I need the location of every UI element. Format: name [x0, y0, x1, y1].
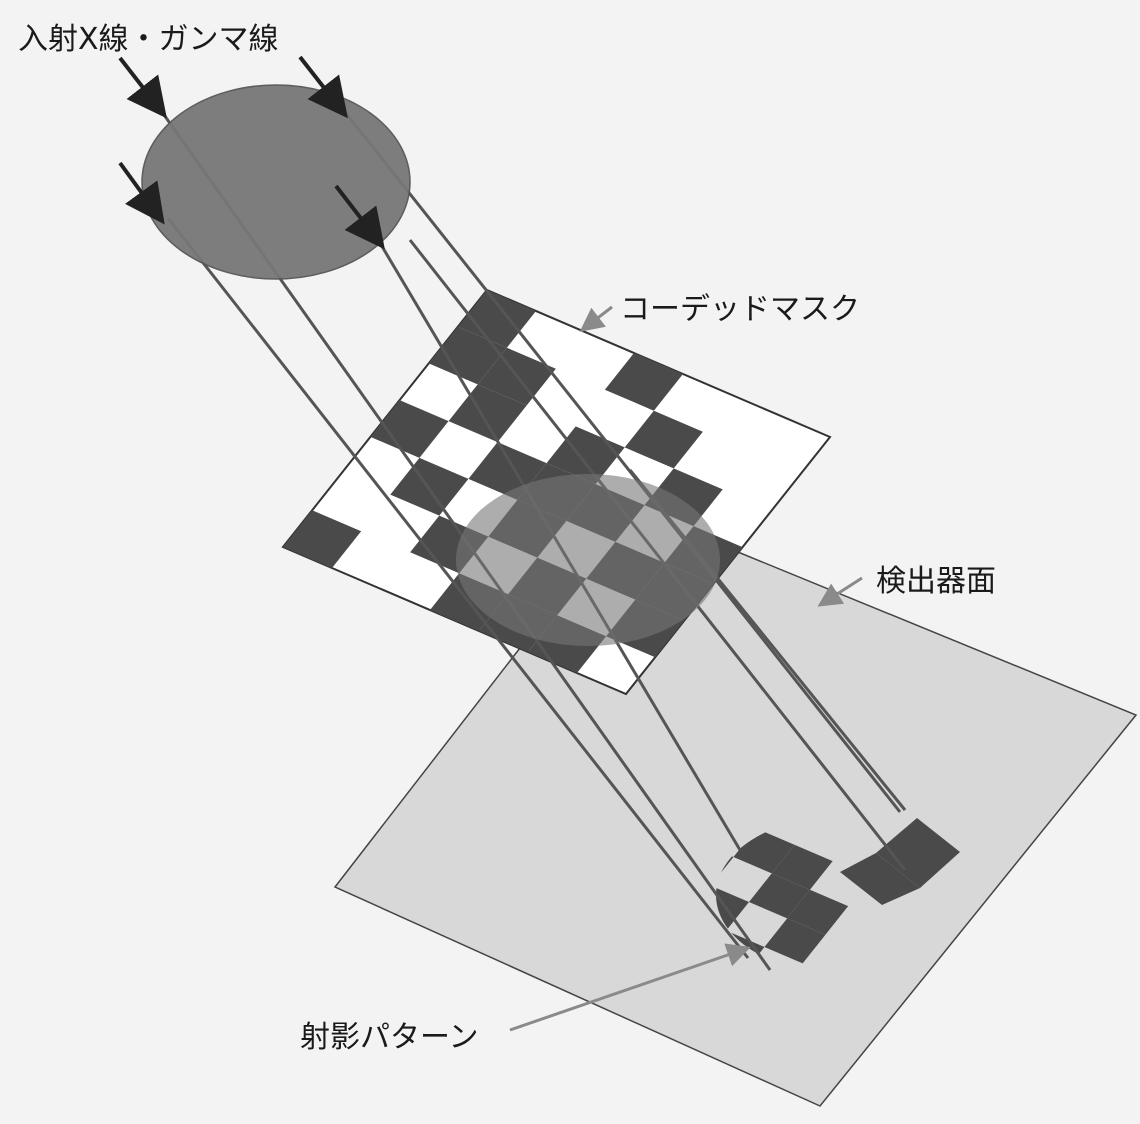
mask-opaque-cell — [283, 510, 362, 568]
mask-opaque-cell — [370, 400, 449, 458]
projected-pattern-label: 射影パターン — [300, 1020, 479, 1055]
incident-arrow — [118, 56, 167, 119]
coded-mask-label: コーデッドマスク — [620, 292, 860, 327]
shadow-cell — [840, 853, 920, 905]
shadow-cell — [771, 844, 833, 890]
mask-pointer — [579, 305, 613, 332]
pattern-pointer — [509, 943, 751, 1032]
mask-opaque-cell — [457, 290, 536, 348]
incident-arrow — [118, 161, 165, 225]
mask-opaque-cell — [428, 326, 507, 385]
shadow-cell — [764, 918, 826, 964]
detector-plane-label: 検出器面 — [876, 564, 996, 599]
mask-opaque-cell — [448, 384, 527, 443]
incident-arrows — [118, 55, 385, 250]
source-projection-ellipse — [456, 474, 720, 646]
detector-pointer — [817, 576, 863, 607]
ray-line — [343, 111, 902, 813]
mask-opaque-cell — [624, 410, 703, 469]
shadow-cell — [748, 873, 810, 919]
incident-rays-label: 入射X線・ガンマ線 — [18, 22, 279, 57]
ray-line — [166, 217, 750, 959]
incident-arrow — [334, 184, 385, 250]
mask-opaque-cell — [604, 353, 683, 411]
shadow-cell — [876, 818, 960, 888]
incident-arrow — [298, 55, 348, 119]
shadow-cell — [787, 889, 849, 935]
source-ellipse — [141, 84, 411, 280]
